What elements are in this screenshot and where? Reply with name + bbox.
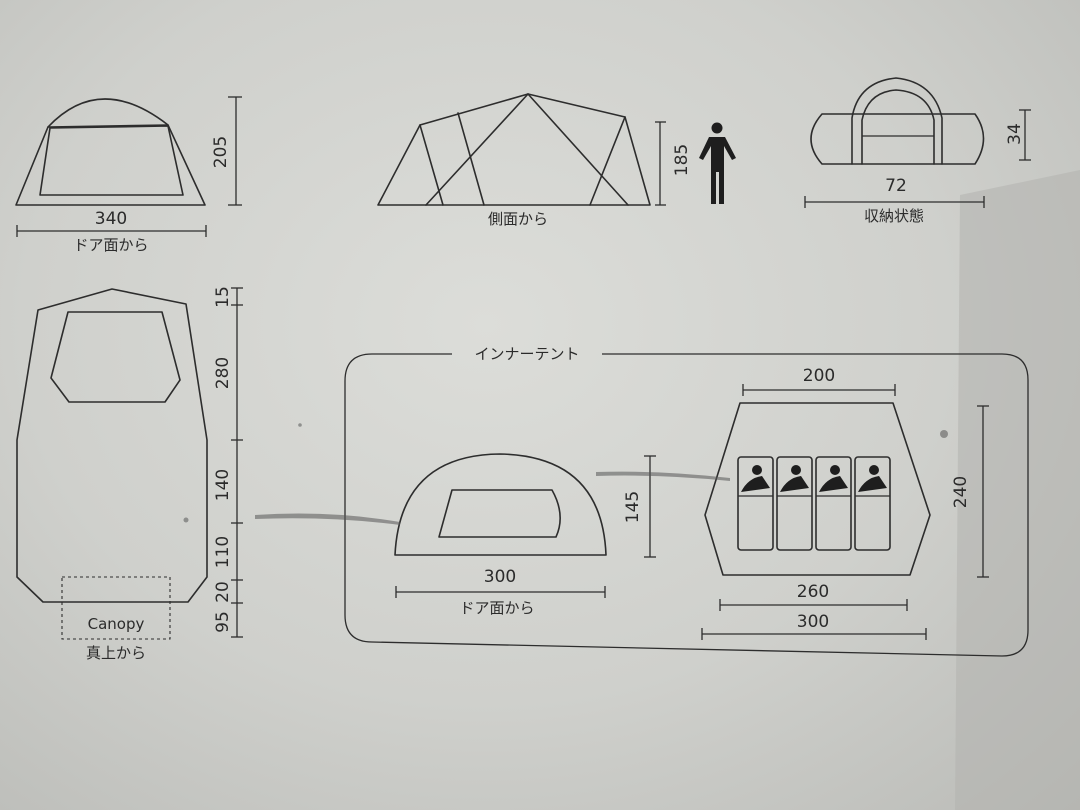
canopy-label: Canopy [88,615,145,633]
side-view: 185 側面から [377,93,692,228]
paper-shadow [955,170,1080,810]
side-pole-5 [589,116,626,206]
front-view: 205 340 ドア面から [15,96,242,254]
side-height-label: 185 [672,144,692,176]
packed-caption: 収納状態 [864,207,924,225]
front-height-label: 205 [211,136,231,168]
inner-top-full-width-label: 300 [797,612,829,632]
inner-front-caption: ドア面から [459,599,534,617]
packed-bag-handle-outer [851,77,943,165]
inner-tent-frame [344,353,1029,657]
front-view-outline [15,98,206,206]
inner-front-door [438,489,561,538]
side-pole-3 [425,93,529,206]
sleeping-pad-1 [737,456,774,551]
front-view-roofline [47,124,169,128]
side-pole-2 [457,112,485,206]
side-pole-4 [527,93,629,206]
top-segment-label-4: 20 [213,581,233,603]
sleeper-icons [741,465,887,492]
inner-top-outline [704,402,931,576]
sleeping-pad-2 [776,456,813,551]
packed-bag: 34 72 収納状態 [804,77,1031,225]
top-view-door [50,311,181,403]
inner-top-depth-label: 240 [951,476,971,508]
inner-tent-title: インナーテント [474,345,579,363]
person-icon [699,122,736,204]
sleeping-pads [737,456,891,551]
inner-top-mid-width-label: 260 [797,582,829,602]
ink-smudges [183,423,948,525]
inner-front-width-label: 300 [484,567,516,587]
front-width-label: 340 [95,209,127,229]
top-segment-label-1: 280 [213,357,233,389]
inner-front-height-label: 145 [623,491,643,523]
sleeping-pad-3 [815,456,852,551]
top-segment-label-5: 95 [213,611,233,633]
side-pole-1 [419,124,444,206]
side-view-outline [377,93,651,206]
canopy-outline [61,576,171,640]
top-segment-label-2: 140 [213,469,233,501]
top-view-caption: 真上から [86,644,146,662]
inner-front-outline [394,453,607,556]
packed-bag-handle-inner [861,89,935,165]
packed-length-label: 72 [885,176,907,196]
side-view-caption: 側面から [488,210,548,228]
inner-top-width-label: 200 [803,366,835,386]
packed-height-label: 34 [1005,123,1025,145]
top-view-outline [16,288,208,603]
front-view-caption: ドア面から [73,236,148,254]
inner-tent-section: インナーテント 145 300 ドア面から 200 [344,345,1029,657]
packed-bag-body [810,113,985,165]
sleeping-pad-4 [854,456,891,551]
top-view: Canopy 真上から 15 280 140 110 20 95 [16,286,243,662]
front-view-door-panel [39,125,184,196]
top-segment-label-3: 110 [213,536,233,568]
top-segment-label-0: 15 [213,286,233,308]
